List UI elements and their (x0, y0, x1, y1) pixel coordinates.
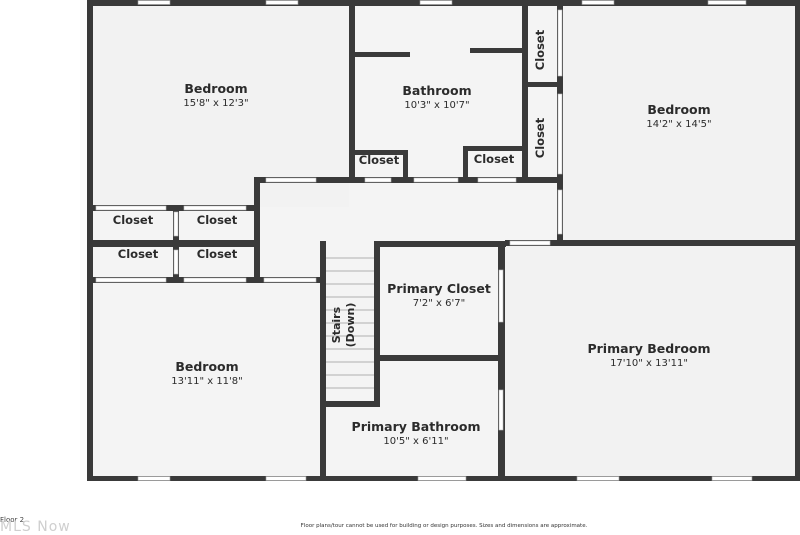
room-name: Bedroom (184, 81, 248, 96)
windows (137, 0, 753, 481)
wall-closet-mid (528, 82, 557, 87)
room-dimensions: 10'3" x 10'7" (404, 100, 470, 111)
closet-label-col-top: Closet (533, 29, 547, 71)
room-name: Bedroom (647, 102, 711, 117)
wall-closet-a-right (403, 150, 408, 183)
wall-closet-b-left (463, 146, 468, 183)
wall-pcloset-bottom (374, 355, 502, 361)
closet-label-w2: Closet (196, 213, 238, 227)
bedroom-ne-area (562, 6, 795, 240)
room-name: Bathroom (402, 83, 472, 98)
room-bedroom-sw: Bedroom 13'11" x 11'8" (171, 359, 243, 389)
room-dimensions: 13'11" x 11'8" (171, 376, 243, 387)
room-bedroom-nw: Bedroom 15'8" x 12'3" (183, 81, 248, 111)
room-dimensions: 14'2" x 14'5" (646, 119, 712, 130)
wall-wcloset-mid-h (90, 240, 258, 247)
room-dimensions: 10'5" x 6'11" (383, 436, 449, 447)
disclaimer-text: Floor plans/tour cannot be used for buil… (300, 523, 588, 529)
closet-label-w1: Closet (112, 213, 154, 227)
closet-label-col-bottom: Closet (533, 117, 547, 159)
room-dimensions: 7'2" x 6'7" (412, 298, 466, 309)
room-name: Primary Closet (387, 281, 491, 296)
brand-watermark: MLS Now (0, 519, 71, 535)
wall-stairs-bottom (326, 401, 380, 407)
wall-stairs-right (374, 241, 380, 403)
wall-closet-a-top (355, 150, 408, 155)
room-name: Primary Bathroom (351, 419, 481, 434)
bedroom-nw-area (93, 6, 349, 207)
room-primary-closet: Primary Closet 7'2" x 6'7" (387, 281, 491, 311)
closet-label-w4: Closet (196, 247, 238, 261)
floor-label: Floor 2 (0, 516, 25, 524)
room-primary-bathroom: Primary Bathroom 10'5" x 6'11" (352, 419, 481, 449)
room-name: Primary Bedroom (587, 341, 711, 356)
wall-hall-left (254, 177, 260, 281)
room-bedroom-ne: Bedroom 14'2" x 14'5" (646, 102, 711, 132)
closet-label-bath-right: Closet (473, 152, 515, 166)
primary-bedroom-area (505, 246, 795, 476)
room-dimensions: 17'10" x 13'11" (610, 358, 688, 369)
room-bathroom: Bathroom 10'3" x 10'7" (402, 83, 471, 113)
wall-closet-b-top (463, 146, 522, 151)
stair-treads (326, 257, 374, 389)
stairs-line2: (Down) (344, 302, 357, 348)
wall-pbed-top (505, 240, 800, 246)
doorways (95, 9, 563, 431)
room-name: Bedroom (175, 359, 239, 374)
wall-pcloset-top (374, 241, 506, 247)
wall-hall-top (254, 177, 563, 183)
closet-label-w3: Closet (117, 247, 159, 261)
wall-stairs-left (320, 241, 326, 481)
wall-bath-stub-left (355, 52, 410, 57)
stairs-line1: Stairs (330, 306, 343, 344)
stairs-label: Stairs (Down) (330, 303, 358, 348)
room-dimensions: 15'8" x 12'3" (183, 98, 249, 109)
room-primary-bedroom: Primary Bedroom 17'10" x 13'11" (587, 341, 710, 371)
closet-label-bath-left: Closet (358, 153, 400, 167)
wall-pcloset-right (498, 241, 505, 481)
wall-bath-stub-right (470, 48, 522, 53)
wall-nw-bath (349, 3, 355, 183)
wall-closet-a-left (349, 150, 355, 183)
wall-bath-right (522, 3, 528, 183)
